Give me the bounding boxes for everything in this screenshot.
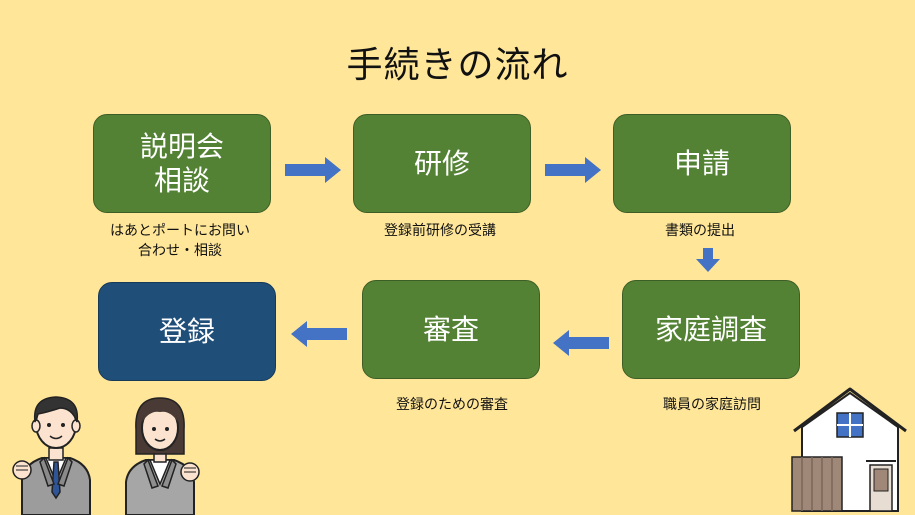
right-arrow-icon	[285, 157, 341, 183]
step-katei-chosa-box: 家庭調査	[622, 280, 800, 379]
step-kenshu-box: 研修	[353, 114, 531, 213]
left-arrow-icon	[291, 321, 347, 347]
step-shinsa-caption: 登録のための審査	[396, 397, 508, 413]
down-arrow-icon	[696, 248, 720, 272]
diagram-title: 手続きの流れ	[346, 45, 569, 86]
step-toroku-box: 登録	[98, 282, 276, 381]
step-katei-chosa-caption: 職員の家庭訪問	[663, 397, 761, 413]
house-icon	[791, 387, 907, 512]
businesswoman-icon	[125, 397, 200, 515]
left-arrow-icon	[553, 330, 609, 356]
step-shinsei-caption: 書類の提出	[665, 223, 735, 239]
step-setsumeikai-caption: はあとポートにお問い 合わせ・相談	[110, 223, 250, 259]
step-shinsa-box: 審査	[362, 280, 540, 379]
step-kenshu-caption: 登録前研修の受講	[384, 223, 496, 239]
step-shinsei-box: 申請	[613, 114, 791, 213]
right-arrow-icon	[545, 157, 601, 183]
businessman-icon	[12, 396, 91, 515]
step-setsumeikai-box: 説明会 相談	[93, 114, 271, 213]
